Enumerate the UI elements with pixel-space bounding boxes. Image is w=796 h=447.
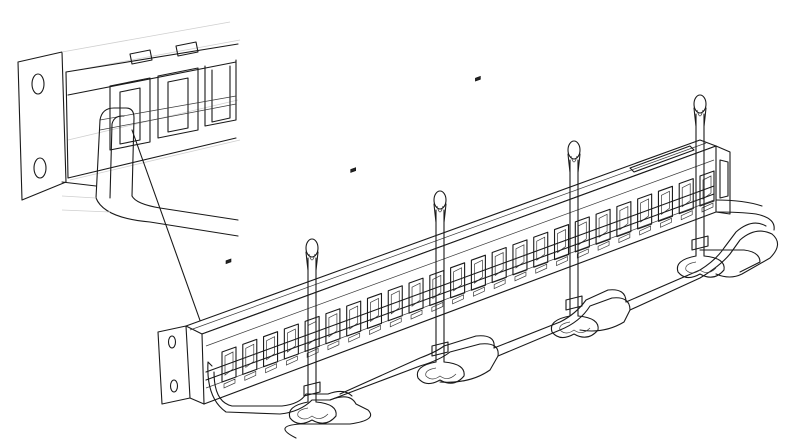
rj45-port <box>387 285 403 328</box>
inset-cable-bar <box>95 107 135 199</box>
rj45-port <box>450 262 466 305</box>
rj45-port <box>533 231 549 274</box>
rj45-port <box>553 224 570 267</box>
rj45-port <box>491 246 507 290</box>
rj45-port <box>346 167 362 343</box>
rj45-port <box>678 178 694 221</box>
inset-port-slots <box>99 59 237 151</box>
cable-finger-group <box>288 94 725 425</box>
rj45-port <box>637 193 653 236</box>
ear-hole-bottom <box>169 379 179 393</box>
port-array <box>221 75 715 389</box>
patch-panel <box>157 75 731 405</box>
rj45-port <box>699 170 715 213</box>
rj45-port <box>325 308 341 351</box>
rj45-port <box>512 239 528 282</box>
rj45-port <box>283 323 299 366</box>
inset-ear-hole-bottom <box>33 157 47 179</box>
rj45-port <box>242 338 258 381</box>
inset-ear-hole-top <box>31 73 45 95</box>
cable-finger <box>288 238 337 425</box>
rj45-port <box>221 258 237 389</box>
detail-leader-arrow <box>131 129 214 356</box>
cable-finger <box>550 140 599 339</box>
rj45-port <box>616 201 632 244</box>
detail-inset <box>17 21 241 237</box>
rj45-port <box>366 292 383 335</box>
ear-hole-top <box>167 335 177 349</box>
rj45-port <box>408 277 424 320</box>
cable-finger <box>416 190 465 385</box>
rj45-port <box>263 331 279 374</box>
rj45-port <box>657 185 673 228</box>
cable-finger <box>676 94 725 279</box>
rj45-port <box>470 75 486 297</box>
rj45-port <box>595 208 611 251</box>
